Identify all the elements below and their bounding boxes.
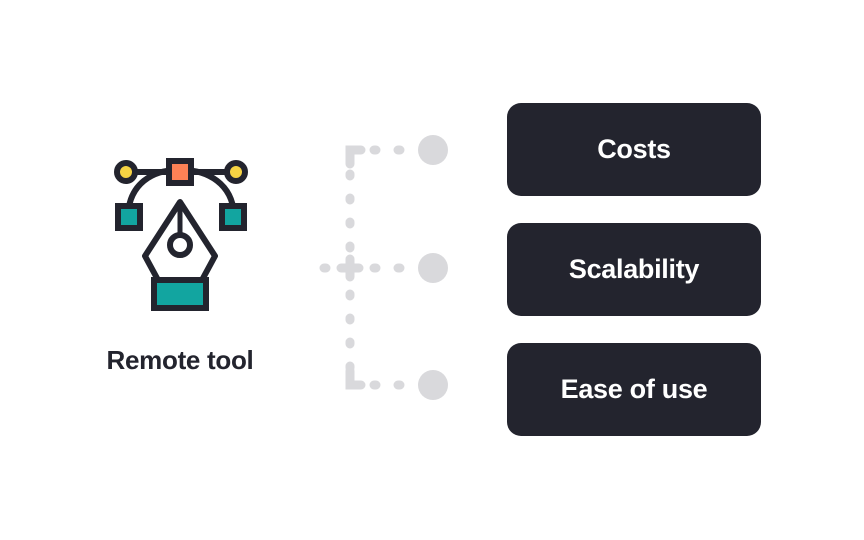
connector-junction-plus (336, 254, 364, 282)
handle-square-right (219, 203, 247, 231)
pen-tool-icon (90, 140, 270, 320)
connector-endpoint-top (418, 135, 448, 165)
criteria-card-scalability[interactable]: Scalability (507, 223, 761, 316)
handle-circle-left (114, 160, 138, 184)
criteria-card-label: Ease of use (560, 373, 708, 404)
connector-endpoint-middle (418, 253, 448, 283)
criteria-list: Costs Scalability Ease of use (507, 103, 761, 436)
pen-nib-hole (167, 232, 193, 258)
handle-circle-right (224, 160, 248, 184)
connector-endpoint-bottom (418, 370, 448, 400)
remote-tool-label: Remote tool (106, 345, 254, 375)
dashed-connector-tree (295, 120, 470, 410)
connector-elbow-top (345, 145, 366, 169)
criteria-card-ease-of-use[interactable]: Ease of use (507, 343, 761, 436)
anchor-square-center (166, 158, 194, 186)
remote-tool-group[interactable]: Remote tool (80, 140, 280, 390)
pen-base-rectangle (151, 277, 209, 311)
criteria-card-costs[interactable]: Costs (507, 103, 761, 196)
criteria-card-label: Costs (597, 133, 671, 164)
criteria-card-label: Scalability (568, 253, 700, 284)
connector-elbow-bottom (345, 366, 366, 390)
handle-square-left (115, 203, 143, 231)
